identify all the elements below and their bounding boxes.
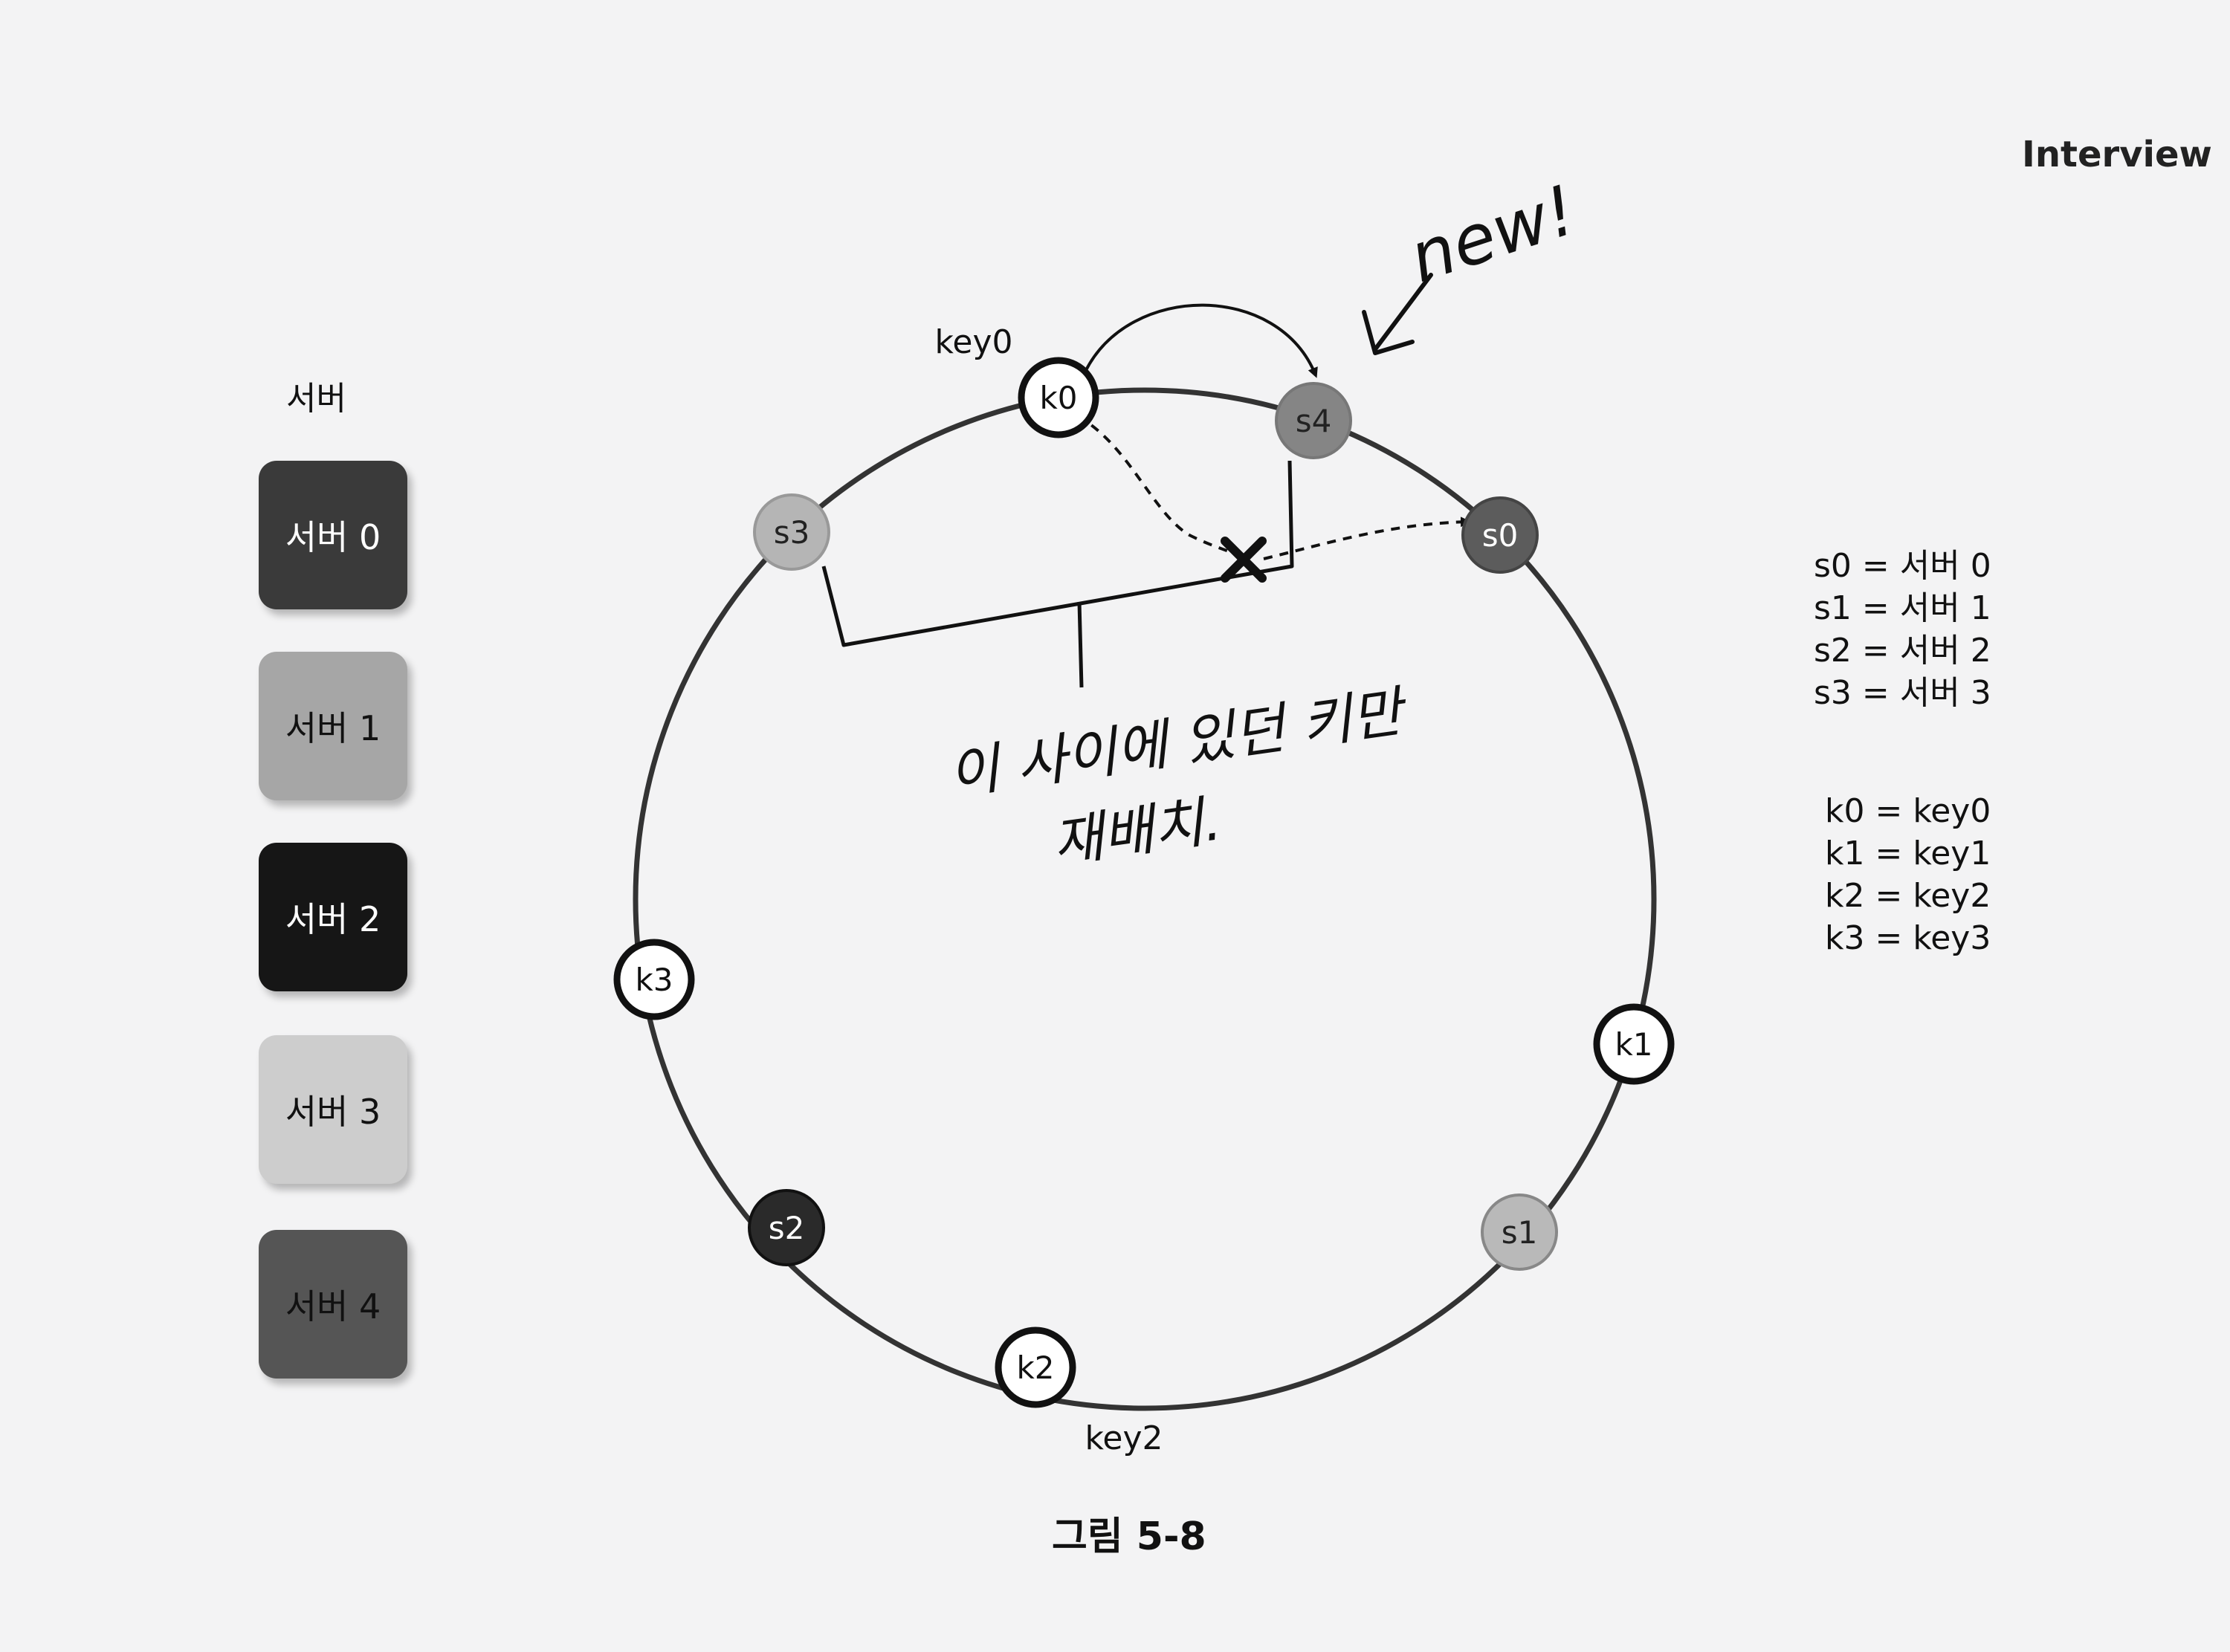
figure-caption: 그림 5-8 bbox=[1052, 1515, 1206, 1559]
new-pointer-arrow-icon bbox=[1362, 273, 1433, 355]
page-header: Interview bbox=[2022, 134, 2212, 175]
ring-node-s0-label: s0 bbox=[1482, 517, 1519, 554]
server-0-label: 서버 0 bbox=[285, 517, 381, 557]
server-3-box: 서버 3 bbox=[259, 1035, 407, 1184]
server-2-label: 서버 2 bbox=[285, 899, 381, 939]
ring-node-k2-label: k2 bbox=[1016, 1350, 1054, 1386]
handwritten-bracket bbox=[821, 460, 1294, 647]
k0-to-s4-arrow bbox=[1084, 303, 1318, 378]
ring-node-k1-label: k1 bbox=[1615, 1026, 1652, 1063]
ring-node-k3: k3 bbox=[613, 939, 695, 1020]
hash-ring bbox=[633, 387, 1657, 1411]
ring-node-s1: s1 bbox=[1481, 1193, 1558, 1271]
server-4-label: 서버 4 bbox=[285, 1286, 381, 1327]
ring-node-s4-label: s4 bbox=[1296, 403, 1332, 439]
ring-node-s0: s0 bbox=[1461, 496, 1539, 574]
server-0-box: 서버 0 bbox=[259, 461, 407, 609]
ring-node-k0-label: k0 bbox=[1039, 380, 1077, 416]
mapping-s1: s1 = 서버 1 bbox=[1814, 589, 1991, 627]
mapping-s3: s3 = 서버 3 bbox=[1814, 674, 1991, 712]
x-to-s0-arrow bbox=[1263, 516, 1471, 560]
ring-node-s4: s4 bbox=[1275, 382, 1352, 459]
handwritten-note-line1: 이 사이에 있던 키만 bbox=[945, 679, 1412, 807]
key2-name-label: key2 bbox=[1085, 1419, 1163, 1457]
mapping-k3: k3 = key3 bbox=[1825, 919, 1991, 957]
ring-node-k3-label: k3 bbox=[635, 962, 673, 998]
mapping-s2: s2 = 서버 2 bbox=[1814, 632, 1991, 670]
mapping-k1: k1 = key1 bbox=[1825, 835, 1991, 872]
server-1-box: 서버 1 bbox=[259, 652, 407, 800]
server-1-label: 서버 1 bbox=[285, 708, 381, 748]
k0-old-path bbox=[1077, 415, 1235, 555]
handwritten-note-line2: 재배치. bbox=[1049, 788, 1226, 875]
ring-node-k0: k0 bbox=[1018, 357, 1099, 438]
ring-node-s3: s3 bbox=[753, 493, 830, 571]
legend-title: 서버 bbox=[286, 380, 346, 418]
server-2-box: 서버 2 bbox=[259, 843, 407, 991]
ring-node-s1-label: s1 bbox=[1502, 1214, 1538, 1251]
key0-name-label: key0 bbox=[934, 323, 1012, 361]
mapping-k2: k2 = key2 bbox=[1825, 877, 1991, 915]
ring-node-k2: k2 bbox=[995, 1327, 1076, 1408]
server-4-box: 서버 4 bbox=[259, 1230, 407, 1379]
mapping-s0: s0 = 서버 0 bbox=[1814, 547, 1991, 585]
ring-node-s2-label: s2 bbox=[769, 1210, 805, 1246]
ring-node-s2: s2 bbox=[748, 1189, 825, 1266]
server-3-label: 서버 3 bbox=[285, 1092, 381, 1132]
ring-node-k1: k1 bbox=[1593, 1003, 1675, 1085]
bracket-pointer bbox=[1077, 601, 1084, 688]
mapping-k0: k0 = key0 bbox=[1825, 792, 1991, 830]
ring-node-s3-label: s3 bbox=[774, 514, 810, 551]
